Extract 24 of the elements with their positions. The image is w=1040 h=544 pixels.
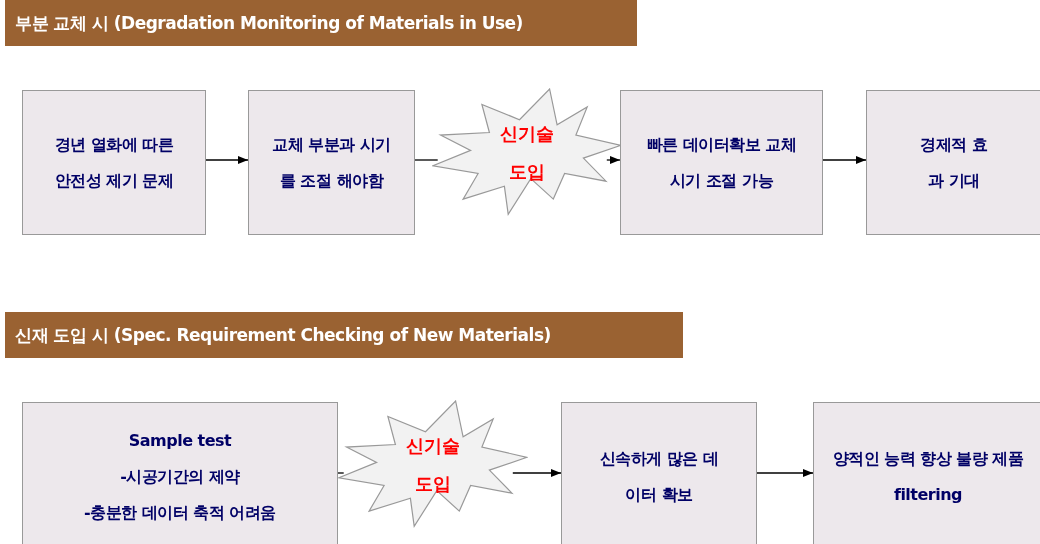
process-box	[22, 90, 206, 235]
process-box	[620, 90, 823, 235]
process-box	[561, 402, 757, 544]
box-text: 경년 열화에 따른 안전성 제기 문제	[54, 133, 174, 192]
process-box	[248, 90, 415, 235]
process-box	[866, 90, 1040, 235]
box-text: 신속하게 많은 데이터 확보	[598, 448, 720, 506]
arrow	[756, 469, 814, 477]
process-box	[22, 402, 338, 544]
box-text: 양적인 능력 향상 불량 제품 filtering	[831, 448, 1025, 506]
arrow	[822, 156, 867, 164]
box-text: -시공기간의 제약	[120, 466, 240, 488]
box-text: Sample test	[128, 430, 232, 452]
box-text: -충분한 데이터 축적 어려움	[84, 502, 276, 524]
box-text: 빠른 데이터확보 교체 시기 조절 가능	[645, 133, 798, 192]
section-heading: 신재 도입 시 (Spec. Requirement Checking of New Materials)	[5, 312, 683, 358]
box-text: 교체 부분과 시기를 조절 해야함	[271, 133, 392, 192]
callout-text: 신기술 도입	[405, 434, 461, 496]
callout-text: 신기술 도입	[499, 122, 555, 184]
box-text: 경제적 효과 기대	[919, 133, 989, 192]
arrow	[205, 156, 249, 164]
arrow	[606, 156, 621, 164]
section-heading: 부분 교체 시 (Degradation Monitoring of Materials in Use)	[5, 0, 637, 46]
process-box	[813, 402, 1040, 544]
